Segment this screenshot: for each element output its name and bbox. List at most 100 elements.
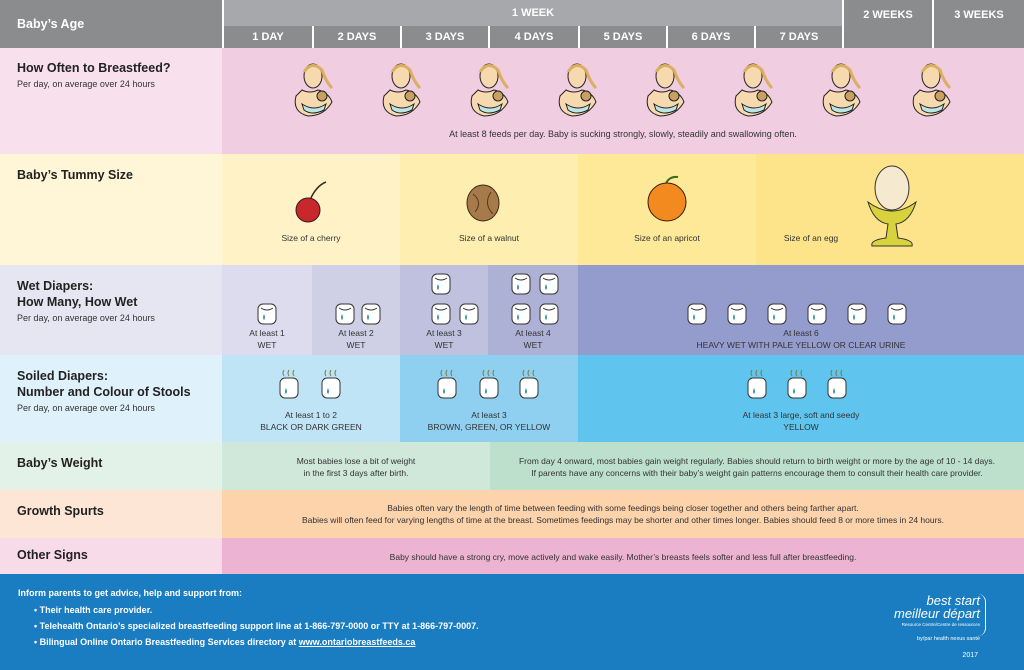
text-line: Babies will often feed for varying lengt… xyxy=(301,515,945,525)
soiled-count: At least 1 to 2 xyxy=(285,410,337,420)
soiled-diaper-icon xyxy=(787,369,807,399)
breastfeed-label-cell xyxy=(0,48,222,154)
year: 2017 xyxy=(962,652,978,659)
breastfeeding-mother-icon xyxy=(734,63,774,117)
day-header: 3 DAYS xyxy=(402,26,488,48)
footer-bullet: • Their health care provider. xyxy=(34,605,153,615)
breastfeeding-mother-icon xyxy=(294,63,334,117)
tummy-caption: Size of a walnut xyxy=(458,233,519,243)
day-header: 2 DAYS xyxy=(314,26,400,48)
logo-text: Resource Centre/Centre de ressources xyxy=(901,622,980,627)
breastfeeding-mother-icon xyxy=(912,63,952,117)
best-start-logo: best start meilleur départ Resource Cent… xyxy=(894,594,980,642)
other-label: Other Signs xyxy=(0,538,222,563)
wet-diaper-icon xyxy=(431,303,451,325)
weight-cell xyxy=(490,442,1024,490)
wet-diaper-icon xyxy=(539,303,559,325)
wet-diaper-icon xyxy=(361,303,381,325)
wet-cell xyxy=(578,265,1024,355)
soiled-diaper-icon xyxy=(747,369,767,399)
other-text: Baby should have a strong cry, move acti… xyxy=(389,552,857,562)
wet-diaper-icon xyxy=(335,303,355,325)
wet-diaper-icon xyxy=(257,303,277,325)
day-header: 1 DAY xyxy=(224,26,312,48)
row-title: Soiled Diapers: xyxy=(17,369,108,383)
day-header: 7 DAYS xyxy=(756,26,842,48)
row-subtitle: Per day, on average over 24 hours xyxy=(17,79,155,89)
tummy-caption: Size of an egg xyxy=(783,233,839,243)
text-line: From day 4 onward, most babies gain weig… xyxy=(518,456,996,466)
row-title: Number and Colour of Stools xyxy=(17,385,191,399)
wet-diaper-icon xyxy=(511,303,531,325)
breastfeeding-mother-icon xyxy=(822,63,862,117)
wet-count: At least 6 xyxy=(783,328,819,338)
row-subtitle: Per day, on average over 24 hours xyxy=(17,313,155,323)
growth-label: Growth Spurts xyxy=(0,491,222,519)
breastfeeding-mother-icon xyxy=(382,63,422,117)
bullet-text: Bilingual Online Ontario Breastfeeding S… xyxy=(39,637,299,647)
wet-diaper-icon xyxy=(727,303,747,325)
tummy-caption: Size of a cherry xyxy=(281,233,341,243)
week3-header: 3 WEEKS xyxy=(934,0,1024,48)
breastfeed-row xyxy=(222,48,1024,154)
logo-text: by/par health nexus santé xyxy=(917,636,980,642)
row-title: Baby’s Weight xyxy=(17,456,103,470)
day-header: 5 DAYS xyxy=(580,26,666,48)
soiled-diaper-icon xyxy=(437,369,457,399)
soiled-desc: BLACK OR DARK GREEN xyxy=(260,422,362,432)
cherry-icon xyxy=(295,181,327,223)
other-cell xyxy=(222,538,1024,574)
soiled-diaper-icon xyxy=(279,369,299,399)
tummy-label-cell xyxy=(0,154,222,265)
logo-text: best start xyxy=(926,593,980,608)
soiled-cell xyxy=(222,355,400,442)
day-header: 6 DAYS xyxy=(668,26,754,48)
egg-icon xyxy=(867,165,917,247)
day-header: 4 DAYS xyxy=(490,26,578,48)
wet-diaper-icon xyxy=(887,303,907,325)
row-title: Wet Diapers: xyxy=(17,279,94,293)
footer-bullet: • Bilingual Online Ontario Breastfeeding… xyxy=(34,637,416,647)
weight-cell xyxy=(222,442,490,490)
breastfeeding-mother-icon xyxy=(558,63,598,117)
soiled-count: At least 3 xyxy=(471,410,507,420)
wet-diaper-icon xyxy=(687,303,707,325)
logo-text: meilleur départ xyxy=(894,606,980,621)
footer-heading: Inform parents to get advice, help and s… xyxy=(18,588,243,598)
wet-desc: WET xyxy=(257,340,277,350)
bullet-text: Telehealth Ontario’s specialized breastf… xyxy=(39,621,479,631)
tummy-caption: Size of an apricot xyxy=(634,233,700,243)
apricot-icon xyxy=(647,175,687,222)
wet-diaper-icon xyxy=(431,273,451,295)
wet-diaper-icon xyxy=(767,303,787,325)
text-line: If parents have any concerns with their … xyxy=(531,468,983,478)
soiled-desc: BROWN, GREEN, OR YELLOW xyxy=(427,422,551,432)
soiled-diaper-icon xyxy=(321,369,341,399)
wet-count: At least 1 xyxy=(249,328,285,338)
growth-text: Babies often vary the length of time bet… xyxy=(222,502,1024,526)
wet-diaper-icon xyxy=(539,273,559,295)
wet-cell xyxy=(488,265,578,355)
week1-header: 1 WEEK xyxy=(224,0,842,26)
row-title: Baby’s Tummy Size xyxy=(17,168,134,182)
text-line: Babies often vary the length of time bet… xyxy=(387,503,859,513)
breastfeeding-mother-icon xyxy=(470,63,510,117)
bullet-text: Their health care provider. xyxy=(39,605,153,615)
baby-age-header: Baby’s Age xyxy=(0,0,222,48)
wet-desc: WET xyxy=(434,340,454,350)
weight-label-cell xyxy=(0,442,222,490)
soiled-diaper-icon xyxy=(479,369,499,399)
wet-count: At least 2 xyxy=(338,328,374,338)
soiled-label: Soiled Diapers: Number and Colour of Stoo… xyxy=(0,356,222,413)
ontariobreastfeeds-link[interactable]: www.ontariobreastfeeds.ca xyxy=(298,637,416,647)
text-line: Most babies lose a bit of weight xyxy=(296,456,416,466)
walnut-icon xyxy=(466,184,500,222)
row-title: How Many, How Wet xyxy=(17,295,138,309)
wet-diaper-icon xyxy=(847,303,867,325)
footer-bullet: • Telehealth Ontario’s specialized breas… xyxy=(34,621,479,631)
wet-diaper-icon xyxy=(459,303,479,325)
